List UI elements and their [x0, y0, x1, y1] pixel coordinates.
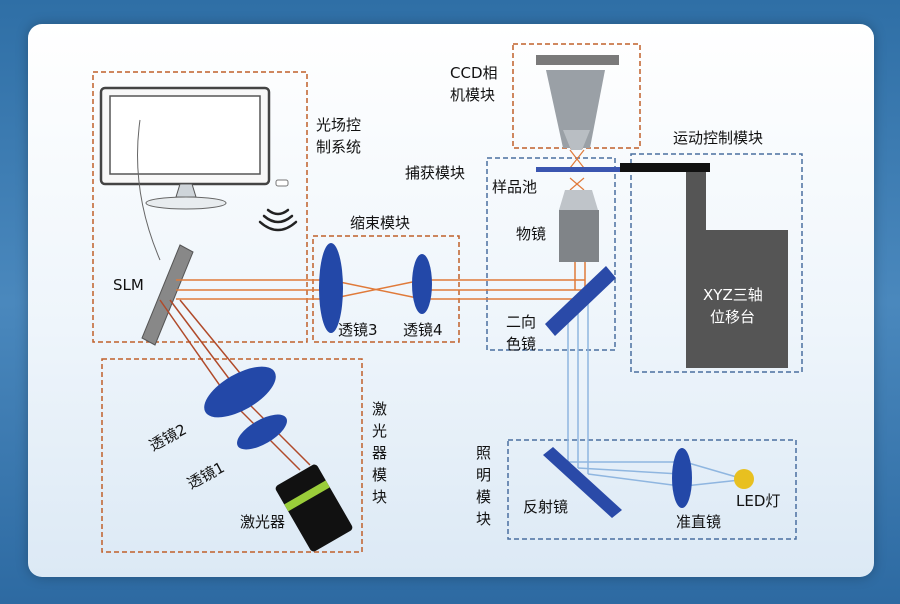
label-ccd-1: CCD相	[450, 64, 498, 82]
dichroic-mirror	[545, 266, 616, 336]
xyz-stage	[686, 172, 788, 368]
ccd-module-box	[512, 43, 641, 149]
stage-arm	[620, 163, 710, 172]
label-led: LED灯	[736, 492, 780, 510]
collimator-lens	[672, 448, 692, 508]
label-slm: SLM	[113, 276, 144, 294]
label-illumination-2: 明	[476, 466, 491, 484]
lens-2	[204, 366, 276, 418]
label-lens-2: 透镜2	[146, 420, 189, 454]
label-laser-module-3: 器	[372, 444, 387, 462]
label-lens-3: 透镜3	[338, 321, 378, 339]
monitor	[99, 86, 289, 210]
slm-cable	[137, 119, 161, 261]
label-beam-shrink: 缩束模块	[350, 214, 410, 232]
label-xyz-stage-1: XYZ三轴	[703, 286, 763, 304]
label-illumination-1: 照	[476, 444, 491, 462]
label-ccd-2: 机模块	[450, 86, 495, 104]
led-lamp	[734, 469, 754, 489]
ccd-camera	[536, 55, 619, 150]
motion-control-box	[630, 153, 803, 373]
label-laser: 激光器	[240, 513, 285, 531]
laser-device	[275, 464, 353, 552]
label-laser-module-4: 模	[372, 466, 387, 484]
reflection-mirror	[543, 447, 622, 518]
label-laser-module-1: 激	[372, 400, 387, 418]
laser-module-box	[101, 358, 363, 553]
light-field-control-box	[92, 71, 308, 343]
laser-beam-vertical	[574, 262, 586, 290]
label-laser-module-2: 光	[372, 422, 387, 440]
label-xyz-stage-2: 位移台	[710, 308, 755, 326]
label-mirror: 反射镜	[523, 498, 568, 516]
label-motion-control: 运动控制模块	[673, 129, 763, 147]
lens-1	[237, 414, 287, 450]
beam-shrink-module-box	[312, 235, 460, 343]
objective-lens	[559, 190, 599, 262]
ccd-focus-cone	[569, 149, 585, 191]
slm-device	[141, 244, 194, 346]
label-capture-module: 捕获模块	[405, 164, 465, 182]
lens-4	[412, 254, 432, 314]
label-lens-1: 透镜1	[184, 458, 227, 492]
label-light-field-2: 制系统	[316, 138, 361, 156]
label-sample-cell: 样品池	[492, 178, 537, 196]
label-dichroic-2: 色镜	[506, 335, 536, 353]
label-lens-4: 透镜4	[403, 321, 443, 339]
illumination-beam	[567, 300, 741, 487]
label-laser-module-5: 块	[372, 488, 387, 506]
capture-module-box	[486, 157, 616, 351]
label-illumination-4: 块	[476, 510, 491, 528]
label-light-field-1: 光场控	[316, 116, 361, 134]
label-illumination-3: 模	[476, 488, 491, 506]
label-objective: 物镜	[516, 225, 546, 243]
label-collimator: 准直镜	[676, 513, 721, 531]
laser-beam-horizontal	[176, 279, 585, 300]
lens-3	[319, 243, 343, 333]
label-dichroic-1: 二向	[506, 313, 536, 331]
wireless-signal-icon	[258, 208, 298, 232]
sample-cell	[536, 167, 620, 172]
illumination-module-box	[507, 439, 797, 540]
